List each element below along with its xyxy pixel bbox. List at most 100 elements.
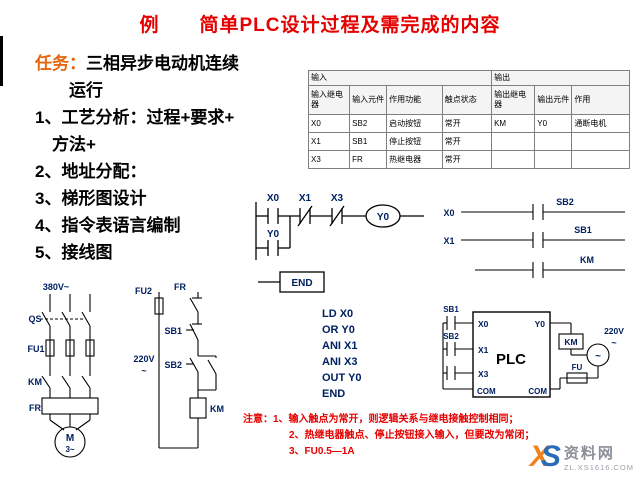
signal-contact-km: [532, 262, 544, 278]
table-group-input: 输入: [307, 70, 493, 86]
fu2-fuse: [154, 297, 164, 315]
fu2-label: FU2: [135, 286, 152, 296]
table-cell: KM: [491, 114, 536, 133]
table-header-cell: 作用: [571, 85, 630, 115]
table-cell: SB1: [349, 132, 388, 151]
fu-label: FU: [572, 363, 583, 372]
supply-tilde: ~: [141, 366, 146, 376]
watermark-name: 资料网: [563, 445, 615, 462]
task-text: 三相异步电动机连续: [86, 54, 239, 73]
km-label: KM: [28, 377, 42, 387]
table-header-cell: 输入元件: [349, 85, 388, 115]
step-4: 4、指令表语言编制: [35, 216, 181, 235]
input-contact-x0: [443, 316, 473, 330]
fr-label: FR: [174, 282, 186, 292]
qs-switch: [40, 311, 91, 327]
sig-sb1-label: SB1: [574, 225, 592, 235]
table-cell: [571, 150, 630, 169]
contact-x1-nc: [297, 205, 313, 227]
table-cell: X1: [307, 132, 351, 151]
table-cell: 热继电器: [386, 150, 443, 169]
table-row: X1 SB1 停止按钮 常开: [307, 132, 630, 151]
fr-relay-box: [41, 397, 99, 415]
supply-220v-label: 220V: [133, 354, 154, 364]
table-header-cell: 作用功能: [386, 85, 443, 115]
supply-380v-label: 380V~: [43, 282, 69, 292]
plc-wires: [442, 204, 625, 398]
instruction-line: OR Y0: [322, 324, 355, 336]
watermark-logo-x: X: [529, 440, 550, 473]
sb1-stop-button: [186, 323, 202, 341]
step-3: 3、梯形图设计: [35, 189, 147, 208]
task-label: 任务：: [35, 54, 86, 73]
table-cell: [534, 150, 573, 169]
km-holding-contact: [198, 355, 217, 391]
main-circuit-wires: [40, 294, 99, 458]
contact-x3-nc: [329, 205, 345, 227]
motor-symbol: [54, 426, 86, 458]
table-header-cell: 输出继电器: [491, 85, 536, 115]
input-sb1-label: SB1: [443, 305, 459, 314]
supply-tilde-label: ~: [611, 338, 616, 348]
instruction-line: ANI X3: [322, 356, 358, 368]
table-cell: FR: [349, 150, 388, 169]
motor-3ph-label: 3~: [65, 445, 74, 454]
sb2-label: SB2: [164, 360, 182, 370]
ladder-labels: X0 X1 X3 Y0 Y0 END: [267, 193, 390, 289]
table-header-cell: 输入继电器: [307, 85, 351, 115]
pin-com-right-label: COM: [528, 387, 547, 396]
instruction-line: END: [322, 388, 346, 400]
sb1-label: SB1: [164, 326, 182, 336]
sb2-start-button: [186, 357, 199, 373]
step-5: 5、接线图: [35, 243, 113, 262]
ladder-wires: [255, 202, 424, 293]
io-allocation-table: 输入 输出 输入继电器 输入元件 作用功能 触点状态 输出继电器 输出元件 作用…: [307, 70, 630, 169]
step-2: 2、地址分配：: [35, 162, 147, 181]
watermark: X S 资料网 ZL.XS1616.COM: [529, 440, 634, 473]
end-block: [279, 271, 325, 293]
instruction-line: LD X0: [322, 308, 354, 320]
pin-x3-label: X3: [478, 369, 489, 379]
input-sb2-label: SB2: [443, 332, 459, 341]
input-contact-x1: [443, 342, 473, 356]
step-1: 1、工艺分析：过程+要求+: [35, 108, 235, 127]
table-cell: [534, 132, 573, 151]
contact-y0-holding: [267, 240, 279, 256]
fu1-fuses: [45, 339, 95, 357]
qs-label: QS: [28, 314, 41, 324]
ladder-label-x0: X0: [267, 193, 280, 204]
pin-x1-label: X1: [478, 345, 489, 355]
source-tilde-label: ~: [595, 351, 601, 362]
ladder-label-x3: X3: [331, 193, 344, 204]
table-cell: X3: [307, 150, 351, 169]
watermark-url: ZL.XS1616.COM: [563, 463, 634, 472]
ladder-label-end: END: [291, 278, 312, 289]
task-line: 任务：三相异步电动机连续: [35, 50, 307, 77]
instruction-line: OUT Y0: [322, 372, 362, 384]
table-cell: [491, 132, 536, 151]
table-cell: 常开: [441, 132, 493, 151]
table-cell: 停止按钮: [386, 132, 443, 151]
table-cell: X0: [307, 114, 351, 133]
fu1-label: FU1: [28, 344, 45, 354]
sig-x1-label: X1: [443, 236, 454, 246]
table-header-cell: 触点状态: [441, 85, 493, 115]
main-circuit-diagram: 380V~ QS FU1 KM FR M 3~: [28, 282, 99, 458]
watermark-logo-s: S: [540, 440, 561, 473]
note-3: 3、FU0.5—1A: [289, 446, 355, 457]
motor-m-label: M: [66, 433, 74, 444]
table-cell: SB2: [349, 114, 388, 133]
km-main-contacts: [41, 375, 91, 389]
note-1: 注意：1、输入触点为常开，则逻辑关系与继电接触控制相同；: [243, 414, 519, 425]
input-contact-x3: [443, 366, 473, 380]
control-circuit-wires: [154, 292, 217, 449]
table-group-output: 输出: [491, 70, 630, 86]
instruction-list: LD X0 OR Y0 ANI X1 ANI X3 OUT Y0 END: [322, 306, 362, 402]
ladder-label-y0-coil: Y0: [377, 212, 390, 223]
ladder-label-x1: X1: [299, 193, 312, 204]
sig-x0-label: X0: [443, 208, 454, 218]
plc-labels: X0 SB2 X1 SB1 KM SB1 SB2 X0 Y0 X1 X3 COM…: [443, 197, 624, 396]
step-1-wrap: 方法+: [52, 135, 96, 154]
main-circuit-labels: 380V~ QS FU1 KM FR M 3~: [28, 282, 75, 454]
note-2: 2、热继电器触点、停止按钮接入输入，但要改为常闭；: [289, 430, 535, 441]
